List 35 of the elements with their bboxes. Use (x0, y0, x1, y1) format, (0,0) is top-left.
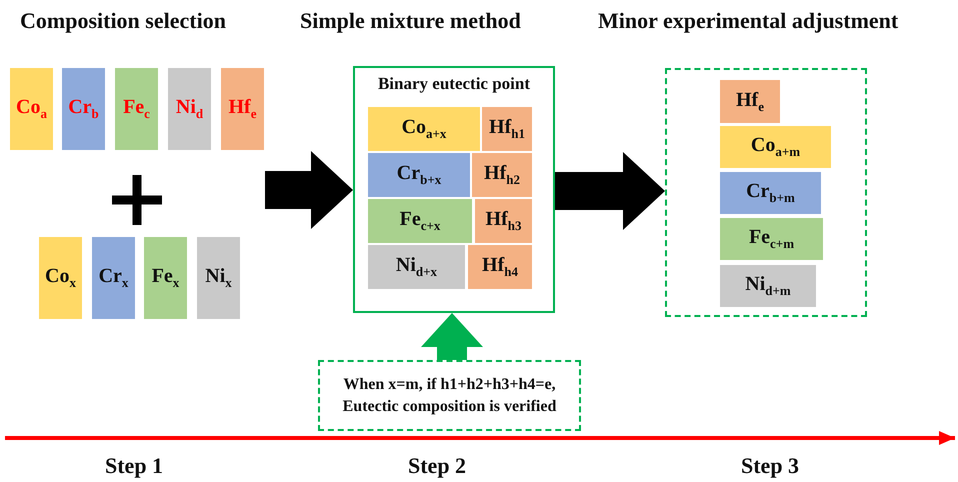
composition-block: Cr$_{b+x}$ (368, 153, 470, 197)
composition-block: Hf$_{h4}$ (468, 245, 532, 289)
composition-block: Hf$_{h2}$ (472, 153, 532, 197)
composition-block: Cr$_{b+m}$ (720, 172, 821, 214)
composition-block: Co$_{a+x}$ (368, 107, 480, 151)
composition-block: Co$_{a}$ (10, 68, 53, 150)
composition-block: Fe$_{c}$ (115, 68, 158, 150)
composition-block: Ni$_{x}$ (197, 237, 240, 319)
step-label: Step 3 (741, 453, 800, 479)
composition-block: Hf$_{e}$ (720, 80, 780, 123)
composition-block: Ni$_{d}$ (168, 68, 211, 150)
composition-block: Ni$_{d+m}$ (720, 265, 816, 307)
block-arrow (421, 313, 483, 360)
block-arrow (265, 151, 353, 229)
composition-block: Ni$_{d+x}$ (368, 245, 465, 289)
section-heading: Simple mixture method (300, 8, 521, 34)
composition-block: Hf$_{e}$ (221, 68, 264, 150)
composition-block: Co$_{x}$ (39, 237, 82, 319)
composition-block: Fe$_{c+x}$ (368, 199, 472, 243)
note-box: When x=m, if h1+h2+h3+h4=e, Eutectic composition is verified (318, 360, 581, 431)
panel-title: Binary eutectic point (376, 74, 532, 94)
composition-block: Hf$_{h1}$ (482, 107, 532, 151)
step-label: Step 2 (408, 453, 466, 479)
dashed-frame (665, 68, 867, 317)
section-heading: Minor experimental adjustment (598, 8, 898, 34)
composition-block: Co$_{a+m}$ (720, 126, 831, 168)
composition-block: Hf$_{h3}$ (475, 199, 532, 243)
block-arrow (555, 152, 665, 230)
eutectic-panel (353, 66, 555, 313)
step-label: Step 1 (105, 453, 164, 479)
composition-block: Fe$_{c+m}$ (720, 218, 823, 260)
section-heading: Composition selection (20, 8, 226, 34)
composition-block: Fe$_{x}$ (144, 237, 187, 319)
composition-block: Cr$_{b}$ (62, 68, 105, 150)
composition-block: Cr$_{x}$ (92, 237, 135, 319)
